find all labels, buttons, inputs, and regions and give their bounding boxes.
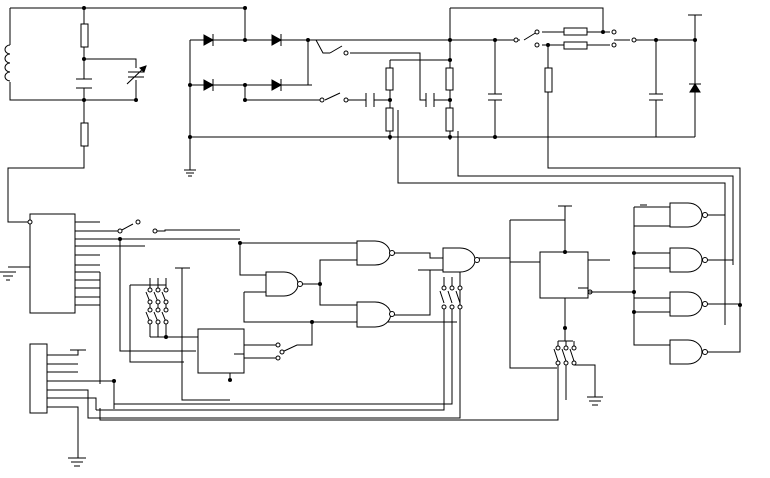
inductor-coil-icon [4, 44, 11, 82]
rectifier-bridge [188, 8, 695, 170]
nand-gate-icon [669, 291, 708, 317]
diode-icon [271, 79, 283, 91]
capacitor-icon [649, 93, 663, 101]
nand-gate-network [238, 240, 557, 369]
resistor-icon [385, 67, 394, 91]
resistor-r1 [80, 23, 89, 48]
lc-tank-section [4, 6, 247, 223]
variable-capacitor-icon [126, 65, 147, 85]
nand-gate-icon [669, 247, 708, 273]
connector-block-main [8, 213, 240, 384]
zener-diode-icon [689, 83, 701, 93]
diode-icon [271, 34, 283, 46]
resistor-icon [445, 67, 454, 91]
resistor-icon [385, 107, 394, 132]
resistor-icon [544, 67, 553, 93]
capacitor-icon [488, 93, 502, 101]
ground-icon [68, 457, 86, 467]
nand-gate-icon [265, 271, 303, 297]
capacitor-c1 [76, 78, 92, 89]
diode-icon [203, 79, 215, 91]
filter-regulator [316, 7, 741, 325]
resistor-icon [563, 41, 588, 50]
nand-gate-icon [356, 240, 395, 266]
power-switching [245, 45, 450, 107]
dip-switch-array [108, 277, 463, 411]
capacitor-icon [365, 93, 375, 107]
ic-chip-2 [509, 205, 634, 342]
dip-switch-array [99, 341, 596, 421]
ground-icon [184, 169, 196, 177]
diode-icon [203, 34, 215, 46]
ground-icon [0, 271, 16, 281]
nand-gate-icon [442, 247, 480, 273]
resistor-r2 [80, 122, 89, 147]
capacitor-icon [425, 93, 435, 107]
nand-gate-icon [669, 202, 708, 228]
connector-block-secondary [29, 269, 461, 458]
dip-switch-array [129, 267, 230, 401]
nand-gate-icon [356, 301, 395, 328]
quad-nand-block [588, 176, 742, 365]
resistor-icon [445, 107, 454, 132]
ground-icon [587, 396, 603, 406]
nand-gate-icon [669, 339, 708, 365]
ic-chip-1 [197, 320, 457, 382]
spst-switch-icon [329, 45, 343, 54]
resistor-icon [563, 27, 588, 36]
